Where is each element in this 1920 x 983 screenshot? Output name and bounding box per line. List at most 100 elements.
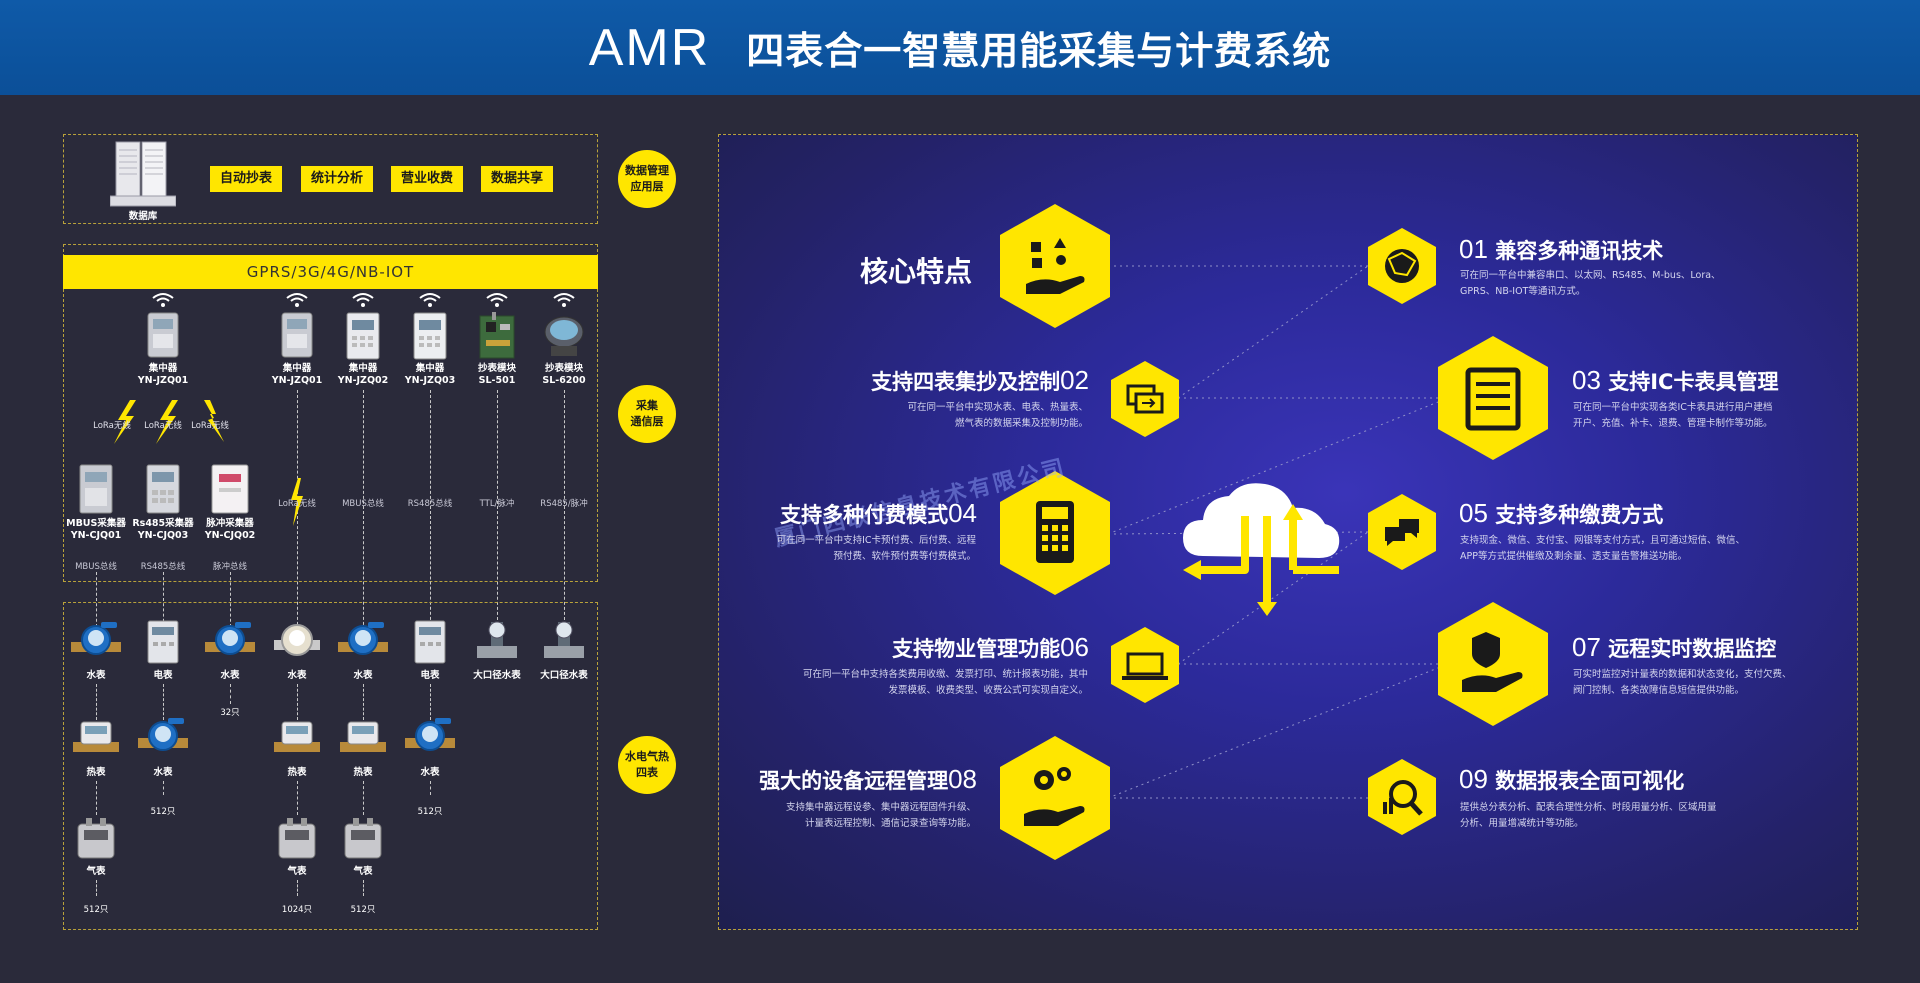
- mbus-collector-icon: [79, 464, 113, 514]
- network-bar: GPRS/3G/4G/NB-IOT: [63, 255, 598, 289]
- meter-label: 电表: [153, 670, 173, 681]
- statistics-button[interactable]: 统计分析: [301, 166, 373, 192]
- feature-06-desc: 可在同一平台中支持各类费用收缴、发票打印、统计报表功能，其中发票模板、收费类型、…: [802, 669, 1088, 696]
- auto-meter-reading-button[interactable]: 自动抄表: [210, 166, 282, 192]
- feature-01-desc: 可在同一平台中兼容串口、以太网、RS485、M-bus、Lora、GPRS、NB…: [1460, 270, 1721, 297]
- meter-label: 水表: [287, 670, 307, 681]
- connector-line: [297, 880, 298, 896]
- water-meter-icon: [405, 718, 455, 751]
- hexagon-window-transfer-icon: [1111, 361, 1179, 437]
- meter-label: 大口径水表: [473, 670, 521, 681]
- feature-03-desc: 可在同一平台中实现各类IC卡表具进行用户建档开户、充值、补卡、退费、管理卡制作等…: [1573, 402, 1773, 429]
- database-label: 数据库: [128, 211, 158, 222]
- gas-meter-icon: [344, 818, 382, 859]
- connector-line: [297, 781, 298, 815]
- feature-06-title: 支持物业管理功能06: [892, 632, 1089, 662]
- billing-button[interactable]: 营业收费: [391, 166, 463, 192]
- concentrator-device-icon: [147, 312, 179, 358]
- connector-line: [297, 684, 298, 720]
- connector-line: [163, 684, 164, 720]
- lightning-icon: [291, 478, 303, 526]
- bus-label: TTL/脉冲: [479, 499, 515, 509]
- hexagon-shield-hand-icon: [1438, 602, 1548, 726]
- layer-badge-communication: 采集 通信层: [618, 385, 676, 443]
- header-bar: AMR 四表合一智慧用能采集与计费系统: [0, 0, 1920, 95]
- meter-label: 电表: [420, 670, 440, 681]
- connector-line: [564, 390, 565, 625]
- meter-label: 气表: [86, 866, 106, 877]
- bus-label: RS485总线: [140, 562, 186, 572]
- page-title: 四表合一智慧用能采集与计费系统: [746, 29, 1332, 73]
- connector-line: [430, 684, 431, 720]
- hexagon-network-globe-icon: [1368, 228, 1436, 304]
- meter-count: 512只: [350, 905, 376, 915]
- connector-line: [163, 781, 164, 795]
- feature-01-title: 01 兼容多种通讯技术: [1459, 234, 1664, 264]
- meter-label: 水表: [353, 670, 373, 681]
- water-meter-icon: [338, 622, 388, 655]
- gas-meter-icon: [278, 818, 316, 859]
- communication-layer-box: [63, 244, 598, 582]
- wifi-icon: [286, 293, 308, 307]
- lora-label: LoRa无线: [144, 421, 182, 431]
- feature-08-title: 强大的设备远程管理08: [759, 764, 977, 794]
- brand-logo: AMR: [588, 18, 711, 77]
- bus-label: RS485/脉冲: [540, 499, 588, 509]
- feature-07-title: 07 远程实时数据监控: [1572, 632, 1777, 662]
- application-layer-box: [63, 134, 598, 224]
- connector-line: [163, 572, 164, 627]
- connector-line: [497, 390, 498, 625]
- water-meter-icon: [71, 622, 121, 655]
- electric-meter-icon: [147, 620, 179, 664]
- connector-line: [96, 572, 97, 627]
- feature-05-desc: 支持现金、微信、支付宝、网银等支付方式，且可通过短信、微信、APP等方式提供催缴…: [1460, 535, 1746, 562]
- hexagon-ic-card-icon: [1438, 336, 1548, 460]
- meter-label: 热表: [86, 767, 106, 778]
- connector-line: [430, 390, 431, 640]
- rs485-collector-icon: [146, 464, 180, 514]
- layer-badge-application: 数据管理 应用层: [618, 150, 676, 208]
- hexagon-chart-search-icon: [1368, 759, 1436, 835]
- meter-label: 水表: [420, 767, 440, 778]
- cloud-sync-icon: [1183, 483, 1340, 616]
- gas-meter-icon: [77, 818, 115, 859]
- heat-meter-icon: [73, 721, 119, 752]
- data-sharing-button[interactable]: 数据共享: [481, 166, 553, 192]
- feature-07-desc: 可实时监控对计量表的数据和状态变化，支付欠费、阀门控制、各类故障信息短信提供功能…: [1573, 669, 1792, 696]
- bus-label: LoRa无线: [278, 499, 316, 509]
- lora-label: LoRa无线: [93, 421, 131, 431]
- heat-meter-icon: [340, 721, 386, 752]
- reading-module-board-icon: [479, 312, 515, 359]
- large-water-meter-icon: [477, 621, 517, 658]
- wifi-icon: [352, 293, 374, 307]
- meter-count: 1024只: [281, 905, 313, 915]
- meter-label: 气表: [353, 866, 373, 877]
- wifi-icon: [486, 293, 508, 307]
- database-server-icon: [109, 140, 177, 212]
- wifi-icon: [419, 293, 441, 307]
- meters-layer-box: [63, 602, 598, 930]
- connector-line: [96, 684, 97, 720]
- feature-02-title: 支持四表集抄及控制02: [871, 365, 1089, 395]
- meter-label: 水表: [153, 767, 173, 778]
- water-meter-icon: [138, 718, 188, 751]
- hexagon-laptop-icon: [1111, 627, 1179, 703]
- bus-label: MBUS总线: [75, 562, 117, 572]
- core-hexagon-hand-icon: [1000, 204, 1110, 328]
- feature-09-title: 09 数据报表全面可视化: [1459, 764, 1685, 794]
- connector-line: [363, 781, 364, 815]
- meter-label: 水表: [86, 670, 106, 681]
- concentrator-device-icon: [346, 312, 380, 360]
- meter-label: 热表: [353, 767, 373, 778]
- bus-label: MBUS总线: [342, 499, 384, 509]
- large-water-meter-icon: [544, 621, 584, 658]
- connector-line: [230, 684, 231, 704]
- lora-label: LoRa无线: [191, 421, 229, 431]
- connector-line: [430, 781, 431, 795]
